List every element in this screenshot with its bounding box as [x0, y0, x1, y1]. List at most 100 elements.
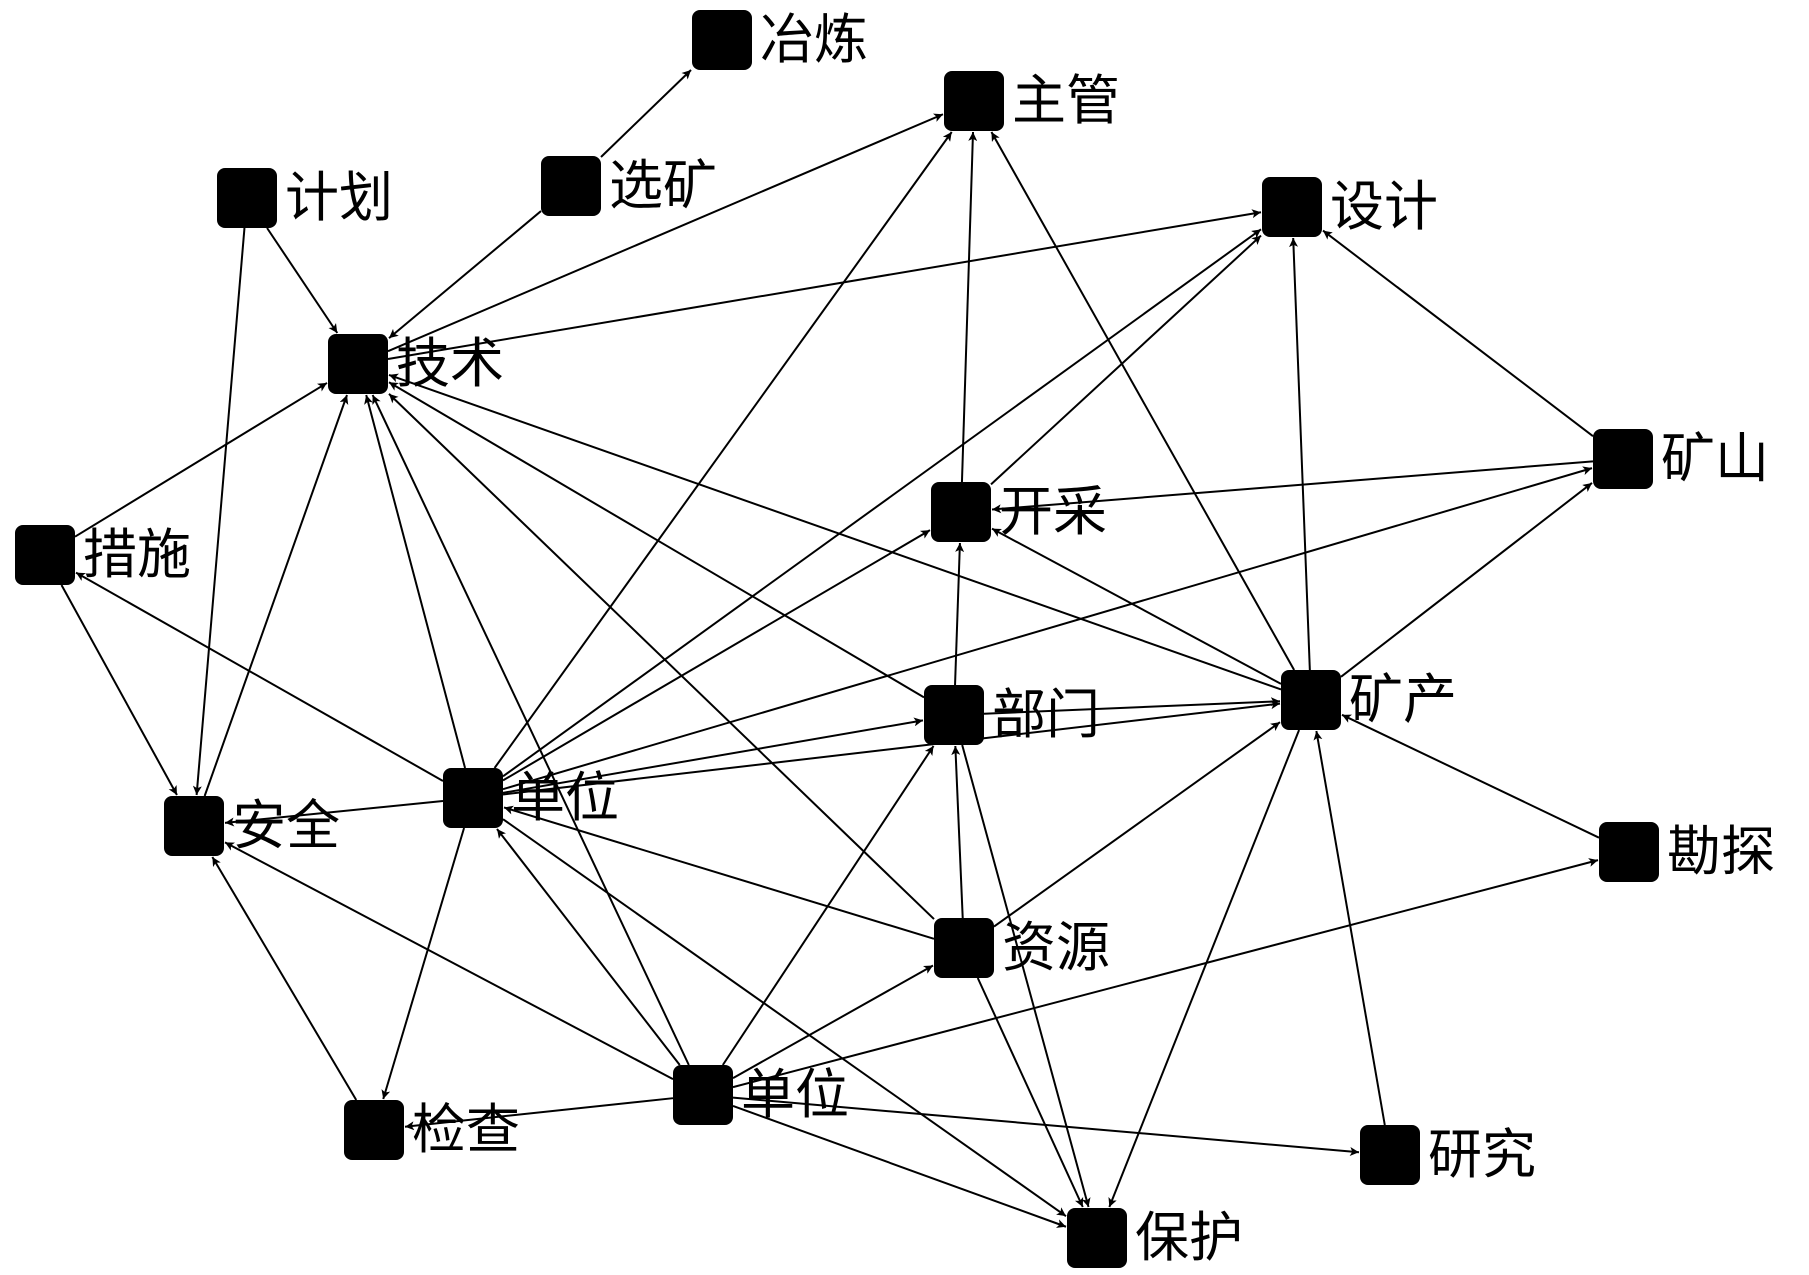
edge-cuoshi-to-anquan	[60, 584, 178, 796]
node-danwei1: 单位	[443, 766, 619, 829]
node-kuangshan: 矿山	[1593, 427, 1769, 490]
node-yelian: 冶炼	[692, 8, 868, 71]
edge-danwei1-to-sheji	[502, 228, 1262, 778]
node-ziyuan: 资源	[934, 916, 1110, 979]
node-yanjiu: 研究	[1360, 1123, 1536, 1186]
node-label: 设计	[1330, 175, 1438, 238]
node-marker	[217, 168, 277, 228]
node-bumen: 部门	[924, 683, 1100, 746]
edge-danwei1-to-jiancha	[381, 827, 466, 1100]
edge-bumen-to-jishu	[388, 381, 925, 699]
edge-danwei1-to-kuangshan	[502, 466, 1593, 791]
edge-xuankuang-to-jishu	[388, 210, 542, 339]
node-label: 技术	[396, 332, 504, 395]
edge-bumen-to-baohu	[961, 744, 1091, 1208]
edge-danwei1-to-baohu	[502, 818, 1067, 1217]
node-label: 部门	[992, 683, 1100, 746]
node-marker	[1599, 822, 1659, 882]
node-label: 矿产	[1349, 668, 1457, 731]
node-marker	[1360, 1125, 1420, 1185]
edge-cuoshi-to-jishu	[74, 382, 328, 538]
node-marker	[15, 525, 75, 585]
edge-kuangchan-to-jishu	[388, 373, 1282, 691]
edge-danwei2-to-danwei1	[496, 828, 681, 1066]
edge-kuangchan-to-zhuguan	[990, 131, 1295, 671]
edge-bumen-to-kuangchan	[983, 697, 1281, 715]
edge-kuangshan-to-kaicai	[991, 460, 1594, 514]
edge-danwei1-to-bumen	[502, 717, 924, 794]
node-baohu: 保护	[1067, 1206, 1243, 1269]
node-jishu: 技术	[328, 332, 504, 395]
node-label: 选矿	[609, 154, 717, 217]
edges-layer	[60, 69, 1600, 1228]
edge-kuangchan-to-kaicai	[991, 527, 1282, 685]
edge-xuankuang-to-yelian	[600, 69, 692, 158]
edge-danwei2-to-jishu	[371, 394, 690, 1066]
node-jihua: 计划	[217, 166, 393, 229]
edge-danwei1-to-kaicai	[502, 529, 931, 782]
edge-danwei2-to-jiancha	[404, 1097, 674, 1131]
node-danwei2: 单位	[673, 1063, 849, 1126]
node-marker	[673, 1065, 733, 1125]
node-label: 检查	[412, 1098, 520, 1161]
node-kancha: 勘探	[1599, 820, 1775, 883]
node-label: 安全	[232, 794, 340, 857]
edge-kuangshan-to-sheji	[1322, 229, 1594, 437]
node-kaicai: 开采	[931, 480, 1107, 543]
node-marker	[1281, 670, 1341, 730]
edge-ziyuan-to-baohu	[976, 977, 1084, 1208]
edge-danwei1-to-zhuguan	[493, 131, 953, 769]
node-marker	[934, 918, 994, 978]
node-sheji: 设计	[1262, 175, 1438, 238]
edge-anquan-to-jishu	[203, 394, 349, 797]
node-marker	[944, 71, 1004, 131]
node-jiancha: 检查	[344, 1098, 520, 1161]
edge-ziyuan-to-kuangchan	[993, 721, 1281, 928]
node-marker	[443, 768, 503, 828]
node-label: 主管	[1012, 69, 1120, 132]
edge-danwei1-to-kuangchan	[502, 700, 1281, 796]
node-label: 单位	[741, 1063, 849, 1126]
edge-danwei1-to-cuoshi	[75, 571, 444, 782]
edge-danwei2-to-baohu	[732, 1104, 1067, 1228]
edge-jihua-to-anquan	[192, 227, 246, 796]
node-marker	[692, 10, 752, 70]
edge-kaicai-to-zhuguan	[960, 131, 978, 483]
node-marker	[931, 482, 991, 542]
edge-danwei1-to-anquan	[224, 800, 444, 827]
edge-danwei2-to-kancha	[732, 858, 1599, 1089]
edge-jihua-to-jishu	[266, 227, 339, 334]
node-marker	[924, 685, 984, 745]
edge-danwei2-to-ziyuan	[732, 964, 934, 1079]
node-label: 勘探	[1667, 820, 1775, 883]
edge-kuangchan-to-baohu	[1108, 729, 1300, 1208]
edge-kuangchan-to-sheji	[1289, 237, 1311, 671]
edge-bumen-to-kaicai	[954, 542, 965, 686]
edge-danwei1-to-jishu	[364, 394, 467, 769]
node-marker	[344, 1100, 404, 1160]
node-label: 单位	[511, 766, 619, 829]
node-anquan: 安全	[164, 794, 340, 857]
node-marker	[1067, 1208, 1127, 1268]
edge-ziyuan-to-danwei1	[503, 805, 935, 940]
edge-danwei2-to-anquan	[224, 841, 674, 1081]
node-kuangchan: 矿产	[1281, 668, 1457, 731]
node-marker	[1262, 177, 1322, 237]
edge-kancha-to-kuangchan	[1341, 713, 1600, 839]
node-label: 保护	[1135, 1206, 1243, 1269]
edge-yanjiu-to-kuangchan	[1313, 730, 1386, 1126]
edge-kaicai-to-sheji	[990, 234, 1262, 486]
edge-kuangchan-to-kuangshan	[1340, 482, 1593, 678]
node-marker	[541, 156, 601, 216]
edge-jiancha-to-anquan	[211, 856, 358, 1101]
node-marker	[1593, 429, 1653, 489]
node-label: 资源	[1002, 916, 1110, 979]
node-label: 开采	[999, 480, 1107, 543]
node-marker	[328, 334, 388, 394]
node-label: 措施	[83, 523, 191, 586]
edge-jishu-to-sheji	[387, 209, 1262, 360]
edge-jishu-to-zhuguan	[387, 113, 944, 353]
edge-ziyuan-to-bumen	[951, 745, 964, 919]
node-cuoshi: 措施	[15, 523, 191, 586]
